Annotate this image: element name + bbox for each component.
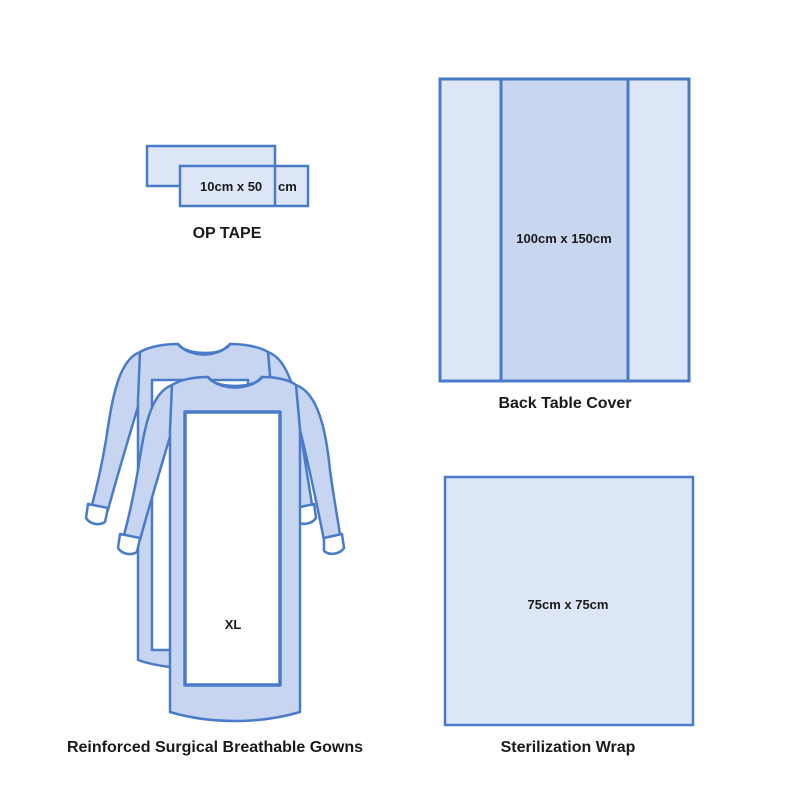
gowns-caption: Reinforced Surgical Breathable Gowns [67,739,363,756]
op-tape-front-strip [178,164,310,208]
gown-front-collar [206,375,264,389]
back-table-cover-center-panel [499,77,630,383]
gown-back-left-cuff [84,502,110,526]
back-table-cover-caption: Back Table Cover [498,395,631,412]
sterilization-wrap-illustration [443,475,695,727]
back-table-cover-right-panel [626,77,691,383]
back-table-cover-left-panel [438,77,503,383]
gown-size-label: XL [225,617,242,632]
op-tape-illustration [145,144,310,208]
op-tape-caption: OP TAPE [193,225,262,242]
back-table-cover-dimension: 100cm x 150cm [516,231,611,246]
back-table-cover-illustration [438,77,691,383]
op-tape-dimension-unit: cm [278,179,297,194]
gown-front-reinforcement-panel [183,410,282,687]
sterilization-wrap-caption: Sterilization Wrap [501,739,636,756]
sterilization-wrap-dimension: 75cm x 75cm [528,597,609,612]
gown-front-left-sleeve [122,383,174,542]
gown-front-left-cuff [116,532,142,556]
op-tape-dimension: 10cm x 50 [200,179,262,194]
gown-front-illustration [116,375,346,723]
gown-back-left-sleeve [90,350,142,512]
gown-front-right-sleeve [294,383,342,542]
gown-back-collar [176,342,232,356]
gown-front-right-cuff [322,532,346,556]
